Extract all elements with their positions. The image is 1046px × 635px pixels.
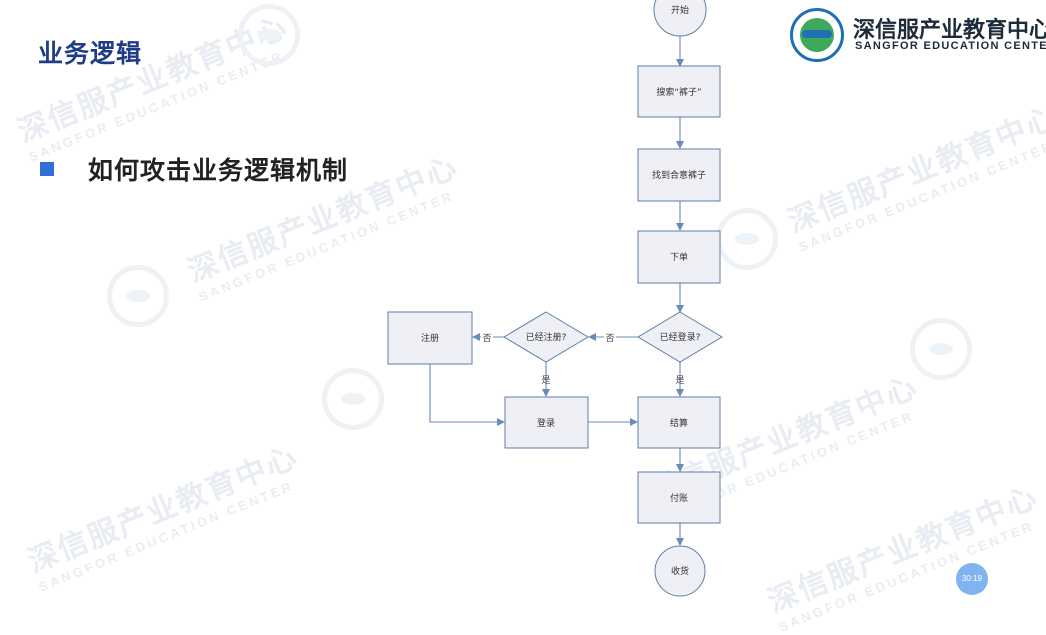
timer-badge[interactable]: 30:19 bbox=[956, 563, 988, 595]
node-loggedin bbox=[637, 311, 723, 363]
edge-register-login bbox=[429, 364, 505, 426]
edge-label-no: 否 bbox=[482, 333, 491, 344]
watermark-logo-icon bbox=[238, 4, 300, 66]
node-checkout bbox=[637, 396, 721, 449]
node-checkout-label: 结算 bbox=[670, 417, 688, 429]
brand-name-en: SANGFOR EDUCATION CENTER bbox=[855, 40, 1046, 52]
node-receive-label: 收货 bbox=[671, 565, 689, 577]
watermark-logo-icon bbox=[322, 368, 384, 430]
node-find-label: 找到合意裤子 bbox=[652, 169, 706, 181]
bullet-marker bbox=[40, 162, 54, 176]
slide-title: 业务逻辑 bbox=[38, 39, 143, 68]
edge-label-yes: 是 bbox=[675, 375, 684, 386]
bullet-text: 如何攻击业务逻辑机制 bbox=[88, 156, 349, 185]
node-login-label: 登录 bbox=[537, 418, 555, 429]
node-receive bbox=[654, 545, 706, 597]
node-start-label: 开始 bbox=[671, 4, 689, 16]
business-flowchart: 否 否 是 是 开始 搜索“裤子” 找到合意裤子 下单 已经登录? 已经注册? … bbox=[387, 0, 723, 597]
sangfor-logo-icon bbox=[790, 8, 844, 62]
node-find bbox=[637, 148, 721, 202]
node-pay-label: 付账 bbox=[670, 493, 688, 504]
node-loggedin-label: 已经登录? bbox=[660, 331, 701, 343]
node-login bbox=[504, 396, 589, 449]
edge-label-no: 否 bbox=[605, 333, 614, 344]
brand-name-cn: 深信服产业教育中心 bbox=[853, 18, 1046, 43]
node-pay bbox=[637, 471, 721, 524]
node-order-label: 下单 bbox=[670, 251, 688, 263]
node-registered-label: 已经注册? bbox=[526, 331, 567, 343]
watermark-logo-icon bbox=[107, 265, 169, 327]
edge-label-yes: 是 bbox=[541, 375, 550, 386]
node-registered bbox=[503, 311, 589, 363]
node-order bbox=[637, 230, 721, 284]
node-start bbox=[653, 0, 707, 37]
node-register bbox=[387, 311, 473, 365]
node-search-label: 搜索“裤子” bbox=[656, 86, 701, 98]
node-search bbox=[637, 65, 721, 118]
watermark-logo-icon bbox=[910, 318, 972, 380]
node-register-label: 注册 bbox=[421, 332, 439, 344]
